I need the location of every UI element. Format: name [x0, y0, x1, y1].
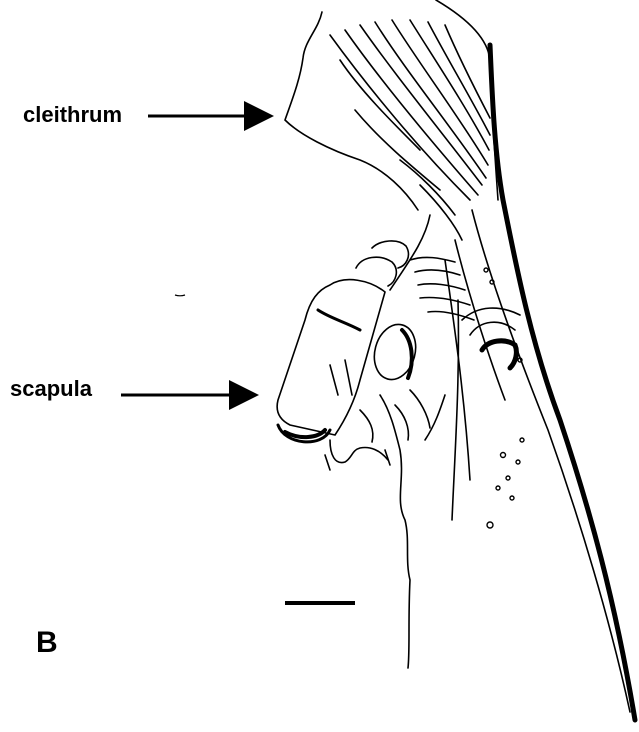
- scapula-label: scapula: [10, 376, 92, 402]
- scapula-bone: [277, 215, 520, 668]
- cleithrum-bone: [285, 0, 635, 720]
- panel-letter: B: [36, 626, 58, 660]
- cleithrum-label: cleithrum: [23, 102, 122, 128]
- boundary-lines: [175, 295, 185, 296]
- scapular-foramen: [368, 320, 421, 384]
